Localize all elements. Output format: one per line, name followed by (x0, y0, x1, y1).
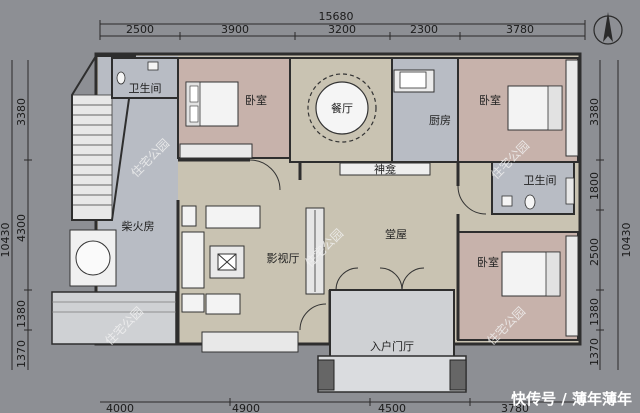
shrine-cabinet (339, 162, 431, 176)
wardrobe-top-right (565, 59, 579, 157)
stair-wall (71, 55, 137, 221)
washbasin-right-icon (501, 195, 513, 207)
room-label-dining: 餐厅 (331, 101, 353, 115)
room-label-shrine: 神龛 (374, 162, 396, 176)
sofa-icon (181, 205, 261, 315)
room-label-firewood: 柴火房 (122, 219, 155, 233)
dim-top-3: 3200 (328, 23, 356, 36)
dim-right-1: 3380 (588, 98, 601, 126)
room-label-bath-right: 卫生间 (524, 173, 557, 187)
bath-window (565, 177, 575, 205)
room-label-bedroom-top-left: 卧室 (245, 93, 267, 107)
stair (71, 94, 113, 221)
toilet-icon (116, 71, 126, 85)
dim-bottom-3: 4500 (378, 402, 406, 413)
dim-right-4: 1380 (588, 298, 601, 326)
dim-right-total: 10430 (620, 223, 633, 258)
left-porch (51, 291, 177, 345)
dim-top-5: 3780 (506, 23, 534, 36)
bed-icon-bottom-right (501, 251, 561, 297)
dim-bottom-4: 3780 (501, 402, 529, 413)
bed-icon (185, 81, 239, 127)
entry-pillar-right (449, 359, 467, 391)
dim-left-3: 1380 (15, 300, 28, 328)
dim-top-4: 2300 (410, 23, 438, 36)
dim-top-total: 15680 (319, 10, 354, 23)
dim-top-2: 3900 (221, 23, 249, 36)
room-label-bath-top-left: 卫生间 (129, 81, 162, 95)
dimension-lines (11, 20, 619, 406)
toilet-right-icon (524, 194, 536, 210)
washbasin-icon (147, 61, 159, 71)
dim-right-2: 1800 (588, 172, 601, 200)
dining-table-icon (307, 73, 377, 143)
washer-drum-icon (75, 240, 111, 276)
dim-bottom-1: 4000 (106, 402, 134, 413)
bed-icon-top-right (507, 85, 563, 131)
stove-icon (399, 71, 427, 89)
room-label-kitchen: 厨房 (429, 114, 451, 127)
dim-left-2: 4300 (15, 214, 28, 242)
dim-top-1: 2500 (126, 23, 154, 36)
room-label-bedroom-top-right: 卧室 (479, 93, 501, 107)
dim-right-3: 2500 (588, 238, 601, 266)
dim-bottom-2: 4900 (232, 402, 260, 413)
source-credit: 快传号 / 薄年薄年 (511, 390, 632, 408)
room-label-tv-hall: 影视厅 (267, 251, 300, 265)
room-label-entry-hall: 入户门厅 (370, 339, 414, 353)
door-swings (249, 159, 487, 331)
dim-left-total: 10430 (0, 223, 12, 258)
entry-step (317, 355, 467, 393)
tv-hall-window (201, 331, 299, 353)
dim-left-4: 1370 (15, 340, 28, 368)
wardrobe-bottom-right (565, 235, 579, 337)
room-label-hall: 堂屋 (385, 228, 407, 241)
north-arrow-icon (593, 12, 623, 45)
room-label-bedroom-bottom-right: 卧室 (477, 255, 499, 269)
dim-left-1: 3380 (15, 98, 28, 126)
wardrobe-top-left (179, 143, 253, 159)
dim-right-5: 1370 (588, 338, 601, 366)
entry-pillar-left (317, 359, 335, 391)
